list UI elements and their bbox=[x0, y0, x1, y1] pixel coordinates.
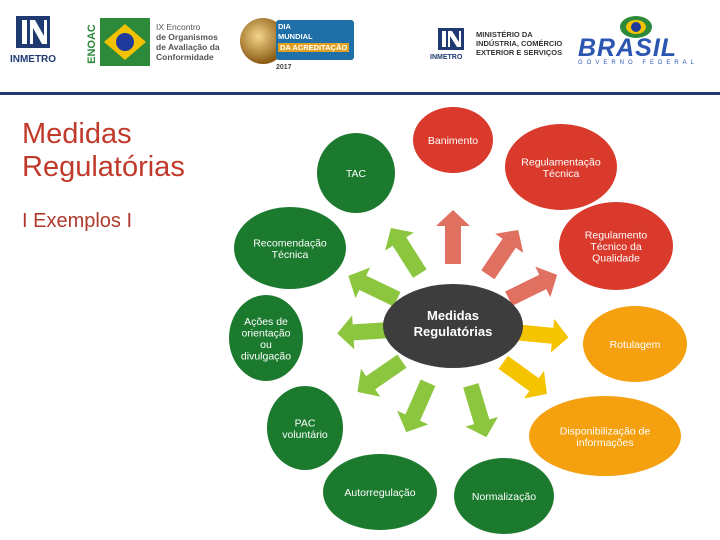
diagram-node-circle bbox=[323, 454, 437, 530]
diagram-node-label-line: Técnica bbox=[272, 249, 309, 261]
diagram-node-label-line: ou bbox=[260, 339, 272, 351]
diagram-center-label-line: Medidas bbox=[427, 308, 479, 323]
slide-title-line-2: Regulatórias bbox=[22, 151, 185, 183]
dia-line-3: DA ACREDITAÇÃO bbox=[278, 43, 350, 52]
diagram-node-label-line: Ações de bbox=[244, 316, 288, 328]
dia-mundial-acreditacao-logo: DIA MUNDIAL DA ACREDITAÇÃO 2017 bbox=[238, 14, 356, 78]
slide-title-line-1: Medidas bbox=[22, 118, 132, 150]
diagram-node-label-line: Recomendação bbox=[253, 237, 327, 249]
ministerio-line-3: EXTERIOR E SERVIÇOS bbox=[476, 48, 563, 57]
dia-year: 2017 bbox=[276, 64, 292, 71]
arrow bbox=[505, 266, 558, 306]
enoac-line-4: Conformidade bbox=[156, 52, 214, 62]
arrow bbox=[481, 230, 524, 280]
diagram-node-label-line: Autorregulação bbox=[344, 487, 415, 499]
ministerio-line-1: MINISTÉRIO DA bbox=[476, 30, 533, 39]
diagram-node-circle bbox=[267, 386, 343, 470]
diagram-center-circle bbox=[383, 284, 523, 368]
diagram-node-label-line: divulgação bbox=[241, 350, 291, 362]
arrow bbox=[513, 318, 569, 353]
nodes-layer: BanimentoRegulamentaçãoTécnicaRegulament… bbox=[229, 107, 687, 534]
arrows-layer bbox=[337, 210, 569, 438]
diagram-node-circle bbox=[454, 458, 554, 534]
diagram-node: Normalização bbox=[454, 458, 554, 534]
diagram-node-label-line: Técnica bbox=[543, 168, 580, 180]
arrow bbox=[357, 354, 407, 397]
header-divider bbox=[0, 92, 720, 95]
diagram-node-label-line: informações bbox=[576, 437, 633, 449]
diagram-node-circle bbox=[583, 306, 687, 382]
diagram-node-label-line: Normalização bbox=[472, 491, 536, 503]
enoac-line-3: de Avaliação da bbox=[156, 42, 220, 52]
slide-subtitle: I Exemplos I bbox=[22, 210, 133, 232]
ministerio-logo: INMETRO MINISTÉRIO DA INDÚSTRIA, COMÉRCI… bbox=[430, 26, 565, 66]
diagram-node: Banimento bbox=[413, 107, 493, 173]
slide-title: Medidas Regulatórias bbox=[22, 118, 185, 184]
diagram-node-circle bbox=[229, 295, 303, 381]
diagram-node-circle bbox=[505, 124, 617, 210]
inmetro-logo: INMETRO bbox=[4, 14, 62, 70]
diagram-node: Rotulagem bbox=[583, 306, 687, 382]
brasil-tagline: GOVERNO FEDERAL bbox=[578, 60, 699, 66]
diagram-node: TAC bbox=[317, 133, 395, 213]
arrow bbox=[397, 379, 436, 433]
diagram-node-label-line: Rotulagem bbox=[610, 339, 661, 351]
arrow bbox=[385, 228, 427, 278]
arrow bbox=[436, 210, 470, 264]
ministerio-mark: INMETRO bbox=[430, 54, 463, 61]
arrow bbox=[463, 383, 499, 438]
arrow bbox=[498, 355, 547, 399]
diagram-node-label-line: Regulamento bbox=[585, 230, 648, 242]
diagram-center-label-line: Regulatórias bbox=[414, 324, 493, 339]
dia-line-2: MUNDIAL bbox=[278, 32, 313, 41]
diagram-node-circle bbox=[559, 202, 673, 290]
diagram-node-label-line: Técnico da bbox=[590, 241, 642, 253]
diagram-node-label-line: Qualidade bbox=[592, 253, 640, 265]
brasil-word: BRASIL bbox=[578, 34, 678, 62]
arrow bbox=[337, 315, 392, 350]
diagram-node-circle bbox=[413, 107, 493, 173]
dia-line-1: DIA bbox=[278, 22, 291, 31]
diagram-node-circle bbox=[529, 396, 681, 476]
diagram-node-circle bbox=[317, 133, 395, 213]
dia-banner bbox=[276, 20, 354, 60]
enoac-line-1: IX Encontro bbox=[156, 22, 201, 32]
diagram-node-label-line: orientação bbox=[241, 327, 290, 339]
diagram-node-circle bbox=[234, 207, 346, 289]
diagram-node-label-line: voluntário bbox=[282, 429, 328, 441]
diagram-node-label-line: TAC bbox=[346, 168, 367, 180]
diagram-node-label-line: Regulamentação bbox=[521, 156, 601, 168]
header-bar: INMETRO ENOAC IX Encontro de Organismos … bbox=[0, 0, 720, 92]
enoac-line-2: de Organismos bbox=[156, 32, 218, 42]
brasil-governo-federal-logo: BRASIL GOVERNO FEDERAL bbox=[574, 14, 698, 68]
diagram-node-label-line: PAC bbox=[295, 417, 316, 429]
inmetro-logo-text: INMETRO bbox=[9, 54, 57, 65]
diagram-node-label-line: Disponibilização de bbox=[560, 425, 651, 437]
arrow bbox=[348, 267, 401, 307]
diagram-node: Autorregulação bbox=[323, 454, 437, 530]
diagram-node-label-line: Banimento bbox=[428, 135, 478, 147]
ministerio-line-2: INDÚSTRIA, COMÉRCIO bbox=[476, 39, 563, 48]
enoac-logo: ENOAC IX Encontro de Organismos de Avali… bbox=[86, 16, 236, 72]
